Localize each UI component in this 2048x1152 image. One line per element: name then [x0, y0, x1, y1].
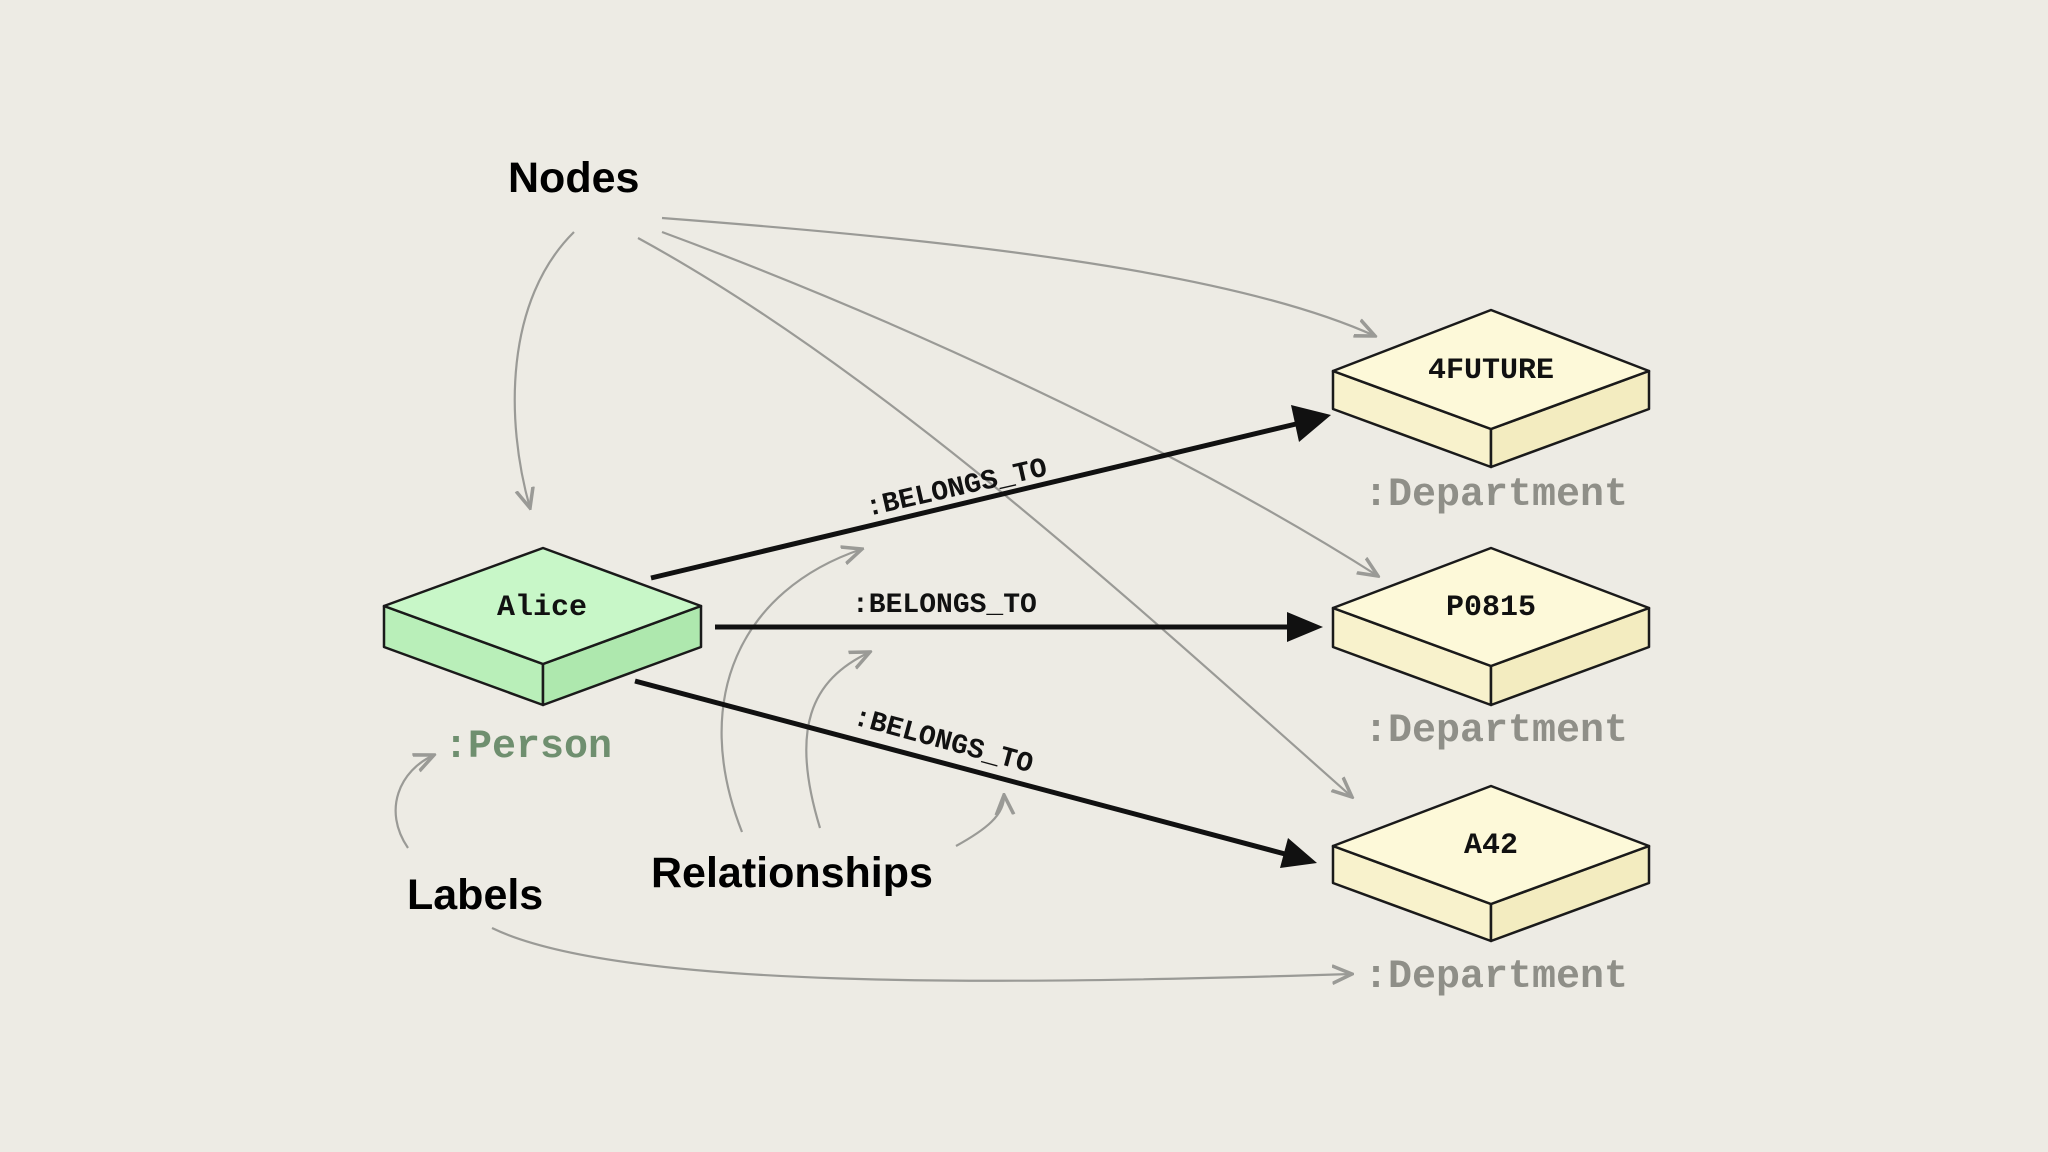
labels-pointer-department	[491, 927, 1352, 981]
edge-to-a42	[634, 678, 1286, 857]
annotation-labels: Labels	[407, 871, 543, 919]
node-a42-name: A42	[1464, 829, 1518, 863]
annotation-nodes: Nodes	[508, 154, 639, 202]
nodes-pointer-p0815	[661, 230, 1378, 576]
relationship-label-p0815: :BELONGS_TO	[852, 590, 1037, 621]
node-p0815: P0815	[1331, 546, 1651, 707]
nodes-pointer-alice	[513, 231, 575, 508]
node-p0815-label: :Department	[1364, 709, 1628, 754]
relationships-pointer-3	[955, 795, 1004, 847]
nodes-pointer-a42	[637, 237, 1352, 797]
edge-arrowhead-4future	[1291, 405, 1331, 442]
node-a42: A42	[1331, 784, 1651, 943]
relationship-edges	[634, 405, 1331, 868]
node-4future-label: :Department	[1364, 473, 1628, 518]
edge-arrowhead-a42	[1280, 838, 1317, 868]
node-p0815-top-face	[1331, 546, 1651, 668]
node-alice-label: :Person	[444, 725, 612, 770]
relationships-pointer-1	[720, 549, 862, 833]
node-4future: 4FUTURE	[1331, 308, 1651, 469]
relationships-pointer-2	[805, 652, 870, 829]
annotation-relationships: Relationships	[651, 849, 933, 897]
node-4future-name: 4FUTURE	[1428, 354, 1554, 388]
relationship-label-a42: :BELONGS_TO	[850, 703, 1037, 781]
labels-pointer-person	[394, 755, 434, 849]
labels-pointers	[394, 755, 1352, 981]
node-4future-top-face	[1331, 308, 1651, 431]
node-p0815-name: P0815	[1446, 591, 1536, 625]
node-alice: Alice	[382, 546, 703, 707]
nodes-pointer-4future	[661, 216, 1375, 336]
node-alice-top-face	[382, 546, 703, 666]
edge-arrowhead-p0815	[1287, 612, 1323, 642]
relationship-label-4future: :BELONGS_TO	[863, 454, 1050, 525]
relationships-pointers	[720, 549, 1004, 847]
node-alice-name: Alice	[497, 591, 587, 625]
node-a42-label: :Department	[1364, 955, 1628, 1000]
edge-to-4future	[650, 421, 1297, 581]
node-a42-top-face	[1331, 784, 1651, 906]
